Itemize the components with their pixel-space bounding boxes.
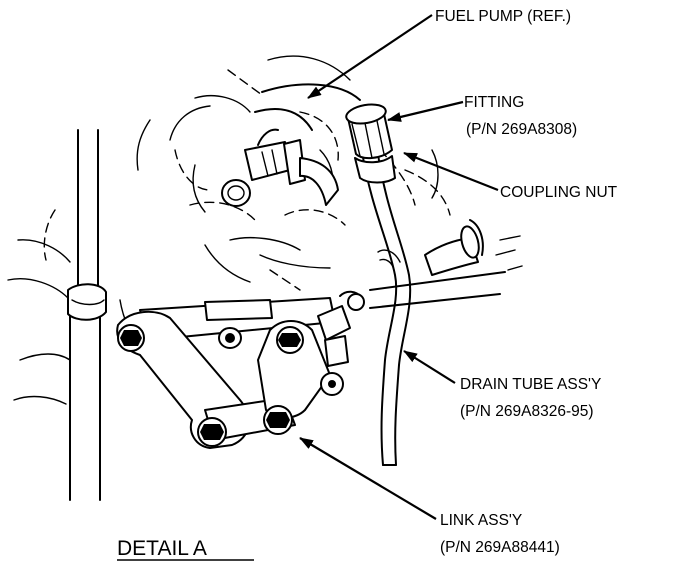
callout-link: LINK ASS'Y — [440, 512, 522, 529]
leader-fuel-pump — [307, 14, 433, 99]
right-hose-lines — [369, 271, 506, 309]
callout-link-pn: (P/N 269A88441) — [440, 539, 560, 556]
detail-label: DETAIL A — [117, 537, 207, 560]
callout-fitting-pn: (P/N 269A8308) — [466, 121, 577, 138]
callout-drain-tube-pn: (P/N 269A8326-95) — [460, 403, 594, 420]
leader-drain-tube — [403, 350, 456, 384]
fuel-pump-housing — [136, 55, 451, 291]
drain-tube — [361, 147, 412, 466]
boss-fitting — [221, 179, 251, 207]
link-assembly — [116, 290, 365, 449]
leader-coupling-nut — [403, 151, 499, 192]
leader-link — [299, 437, 437, 520]
callout-fuel-pump: FUEL PUMP (REF.) — [435, 8, 571, 25]
callout-coupling-nut: COUPLING NUT — [500, 184, 618, 201]
drain-tube-fitting — [345, 103, 396, 184]
pump-elbow-fitting — [244, 128, 339, 206]
callout-drain-tube: DRAIN TUBE ASS'Y — [460, 376, 601, 393]
leader-fitting — [387, 100, 464, 122]
right-side-fitting — [424, 219, 523, 276]
leader-lines — [299, 14, 499, 520]
callout-fitting: FITTING — [464, 94, 524, 111]
